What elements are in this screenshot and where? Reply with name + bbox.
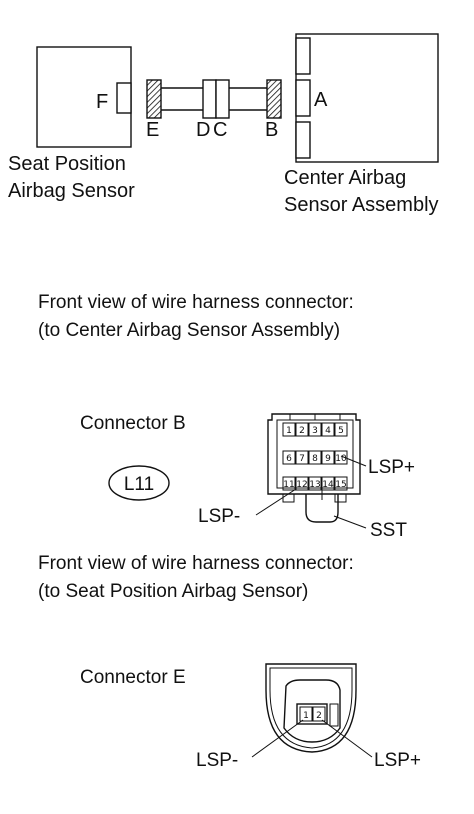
pin-5: 5	[338, 426, 344, 436]
lsp-minus-leader	[255, 488, 297, 516]
pin-7: 7	[299, 454, 305, 464]
view1-caption-line1: Front view of wire harness connector:	[38, 292, 354, 313]
center-sensor-port-bottom	[295, 121, 311, 159]
pin-3: 3	[312, 426, 318, 436]
pin-8: 8	[312, 454, 318, 464]
pin-14: 14	[322, 480, 334, 490]
pin-6: 6	[286, 454, 292, 464]
sst-probe	[305, 486, 339, 523]
terminal-f-port	[116, 82, 132, 114]
view2-caption-line2: (to Seat Position Airbag Sensor)	[38, 581, 308, 602]
center-sensor-caption-line1: Center Airbag	[284, 167, 406, 189]
center-sensor-caption-line2: Sensor Assembly	[284, 194, 439, 216]
pin-row-1: 1 2 3 4 5	[282, 422, 348, 437]
seat-position-sensor-box: F	[36, 46, 132, 148]
connector-b-label: Connector B	[80, 413, 186, 434]
harness-connector-c	[215, 79, 230, 119]
pin-row-2: 6 7 8 9 10	[282, 450, 348, 465]
e-lsp-plus-label: LSP+	[374, 750, 421, 771]
lsp-minus-label: LSP-	[198, 506, 240, 527]
e-pin-2: 2	[316, 711, 322, 721]
harness-label-b: B	[265, 119, 278, 141]
connector-e-label: Connector E	[80, 667, 186, 688]
connector-code-badge: L11	[108, 465, 170, 501]
view1-caption-line2: (to Center Airbag Sensor Assembly)	[38, 320, 340, 341]
connector-e-face: 1 2	[265, 663, 357, 753]
view2-caption-line1: Front view of wire harness connector:	[38, 553, 354, 574]
harness-connector-d	[202, 79, 217, 119]
center-sensor-port-top	[295, 37, 311, 75]
pin-9: 9	[325, 454, 331, 464]
e-lsp-plus-leader	[321, 719, 373, 758]
sst-leader	[333, 515, 367, 529]
e-pin-1: 1	[303, 711, 309, 721]
terminal-f-label: F	[96, 91, 108, 113]
lsp-plus-leader	[340, 455, 367, 467]
pin-row-3: 11 12 13 14 15	[282, 476, 348, 491]
e-lsp-minus-leader	[251, 719, 304, 758]
pin-13: 13	[309, 480, 320, 490]
pin-2: 2	[299, 426, 305, 436]
harness-label-d: D	[196, 119, 210, 141]
connector-b-face: 1 2 3 4 5 6 7 8 9 10 11 12 1	[267, 413, 361, 503]
harness-label-c: C	[213, 119, 227, 141]
pin-10: 10	[335, 454, 347, 464]
pin-11: 11	[283, 480, 294, 490]
center-airbag-sensor-box: A	[295, 33, 439, 163]
pin-12: 12	[296, 480, 307, 490]
harness-connector-e	[146, 79, 162, 119]
terminal-a-label: A	[314, 89, 328, 111]
seat-sensor-caption-line2: Airbag Sensor	[8, 180, 135, 202]
lsp-plus-label: LSP+	[368, 457, 415, 478]
wire-harness: E D C B	[146, 79, 282, 141]
pin-1: 1	[286, 426, 292, 436]
connector-code-text: L11	[124, 474, 154, 495]
pin-15: 15	[335, 480, 346, 490]
sst-label: SST	[370, 520, 407, 541]
pin-4: 4	[325, 426, 331, 436]
e-lsp-minus-label: LSP-	[196, 750, 238, 771]
harness-connector-b	[266, 79, 282, 119]
seat-sensor-caption-line1: Seat Position	[8, 153, 126, 175]
harness-label-e: E	[146, 119, 159, 141]
terminal-a-port	[295, 79, 311, 117]
